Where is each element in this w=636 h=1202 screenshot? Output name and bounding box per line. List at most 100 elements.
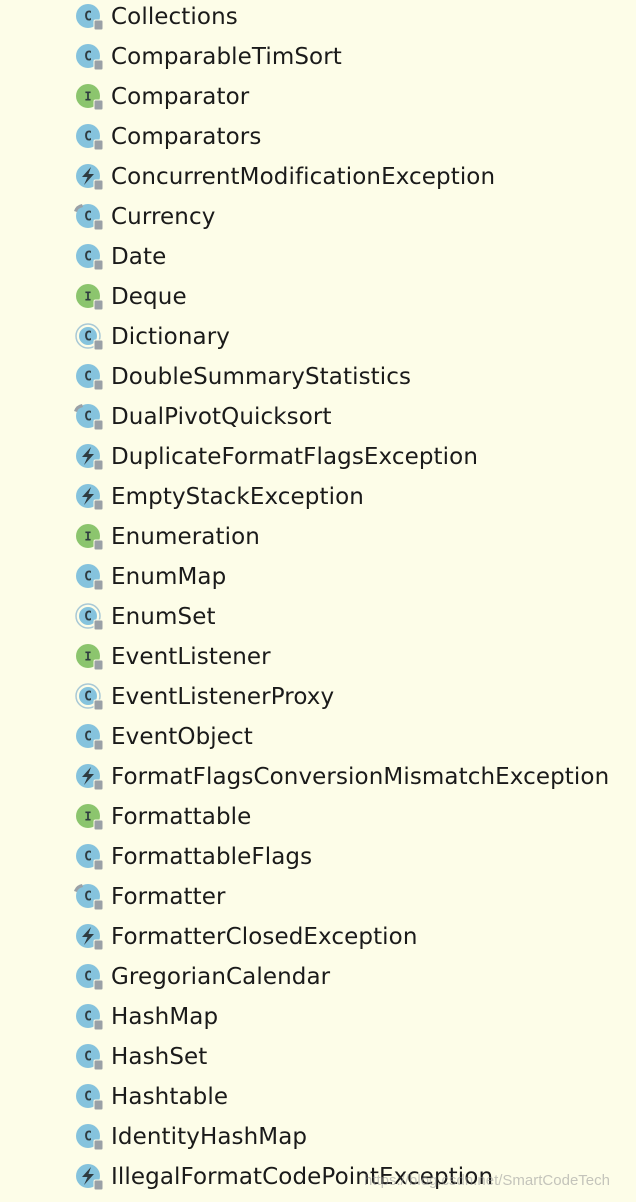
class-list-item[interactable]: I Enumeration (0, 517, 636, 557)
svg-text:C: C (84, 410, 92, 425)
class-name-label: DuplicateFormatFlagsException (111, 444, 479, 470)
svg-text:C: C (84, 1090, 92, 1105)
svg-text:C: C (84, 330, 92, 345)
svg-text:C: C (84, 1010, 92, 1025)
interface-icon: I (73, 802, 105, 832)
exception-icon (73, 162, 105, 192)
class-list-item[interactable]: C EnumMap (0, 557, 636, 597)
class-name-label: IdentityHashMap (111, 1124, 308, 1150)
class-list-item[interactable]: C EventListenerProxy (0, 677, 636, 717)
svg-text:I: I (84, 90, 91, 104)
class-name-label: EnumSet (111, 604, 216, 630)
class-name-label: DualPivotQuicksort (111, 404, 332, 430)
class-list-item[interactable]: FormatterClosedException (0, 917, 636, 957)
svg-text:I: I (84, 290, 91, 304)
class-list-item[interactable]: FormatFlagsConversionMismatchException (0, 757, 636, 797)
class-list-item[interactable]: C IdentityHashMap (0, 1117, 636, 1157)
class-list-item[interactable]: C DualPivotQuicksort (0, 397, 636, 437)
svg-text:C: C (84, 890, 92, 905)
class-name-label: HashSet (111, 1044, 208, 1070)
class-list-item[interactable]: C ComparableTimSort (0, 37, 636, 77)
class-icon: C (73, 242, 105, 272)
exception-icon (73, 482, 105, 512)
class-list-item[interactable]: I EventListener (0, 637, 636, 677)
class-name-label: Dictionary (111, 324, 230, 350)
svg-text:C: C (84, 1130, 92, 1145)
svg-text:C: C (84, 690, 92, 705)
class-name-label: EventListener (111, 644, 271, 670)
class-list-item[interactable]: C DoubleSummaryStatistics (0, 357, 636, 397)
class-name-label: GregorianCalendar (111, 964, 331, 990)
class-list-item[interactable]: C Dictionary (0, 317, 636, 357)
svg-text:C: C (84, 730, 92, 745)
svg-text:C: C (84, 250, 92, 265)
class-list-item[interactable]: DuplicateFormatFlagsException (0, 437, 636, 477)
svg-text:C: C (84, 10, 92, 25)
class-list-item[interactable]: C HashSet (0, 1037, 636, 1077)
svg-text:C: C (84, 370, 92, 385)
svg-text:C: C (84, 1050, 92, 1065)
interface-icon: I (73, 642, 105, 672)
abstract-class-icon: C (73, 682, 105, 712)
class-list-item[interactable]: C Collections (0, 0, 636, 37)
class-icon: C (73, 1122, 105, 1152)
class-list-item[interactable]: C Formatter (0, 877, 636, 917)
interface-icon: I (73, 522, 105, 552)
svg-text:C: C (84, 610, 92, 625)
class-name-label: Enumeration (111, 524, 260, 550)
svg-text:C: C (84, 50, 92, 65)
svg-text:C: C (84, 210, 92, 225)
class-name-label: IllegalFormatCodePointException (111, 1164, 494, 1190)
svg-text:I: I (84, 650, 91, 664)
class-icon: C (73, 842, 105, 872)
class-name-label: FormattableFlags (111, 844, 313, 870)
class-list-item[interactable]: C Hashtable (0, 1077, 636, 1117)
class-list-item[interactable]: C GregorianCalendar (0, 957, 636, 997)
abstract-class-icon: C (73, 322, 105, 352)
class-list-item[interactable]: ConcurrentModificationException (0, 157, 636, 197)
class-list-item[interactable]: EmptyStackException (0, 477, 636, 517)
svg-text:C: C (84, 130, 92, 145)
class-name-label: Deque (111, 284, 187, 310)
class-name-label: Currency (111, 204, 216, 230)
class-name-label: EventListenerProxy (111, 684, 335, 710)
class-name-label: Hashtable (111, 1084, 229, 1110)
class-name-label: Formatter (111, 884, 226, 910)
class-icon: C (73, 962, 105, 992)
class-list-item[interactable]: C HashMap (0, 997, 636, 1037)
class-name-label: HashMap (111, 1004, 219, 1030)
class-name-label: Formattable (111, 804, 252, 830)
class-icon: C (73, 1082, 105, 1112)
class-icon: C (73, 2, 105, 32)
watermark: https://blog.csdn.net/SmartCodeTech (364, 1172, 610, 1189)
interface-icon: I (73, 82, 105, 112)
exception-icon (73, 1162, 105, 1192)
svg-text:I: I (84, 530, 91, 544)
class-list-item[interactable]: C EventObject (0, 717, 636, 757)
class-name-label: EventObject (111, 724, 253, 750)
class-list-item[interactable]: I Deque (0, 277, 636, 317)
class-name-label: Comparator (111, 84, 250, 110)
class-name-label: EnumMap (111, 564, 227, 590)
class-name-label: ComparableTimSort (111, 44, 342, 70)
class-name-label: DoubleSummaryStatistics (111, 364, 412, 390)
class-icon: C (73, 722, 105, 752)
exception-icon (73, 922, 105, 952)
interface-icon: I (73, 282, 105, 312)
class-list-item[interactable]: C Currency (0, 197, 636, 237)
svg-text:C: C (84, 570, 92, 585)
class-list-item[interactable]: IllegalFormatCodePointException (0, 1157, 636, 1197)
class-name-label: FormatFlagsConversionMismatchException (111, 764, 610, 790)
svg-text:C: C (84, 970, 92, 985)
class-list-item[interactable]: C EnumSet (0, 597, 636, 637)
exception-icon (73, 442, 105, 472)
class-icon: C (73, 1042, 105, 1072)
class-list-item[interactable]: I Comparator (0, 77, 636, 117)
class-name-label: Collections (111, 4, 238, 30)
